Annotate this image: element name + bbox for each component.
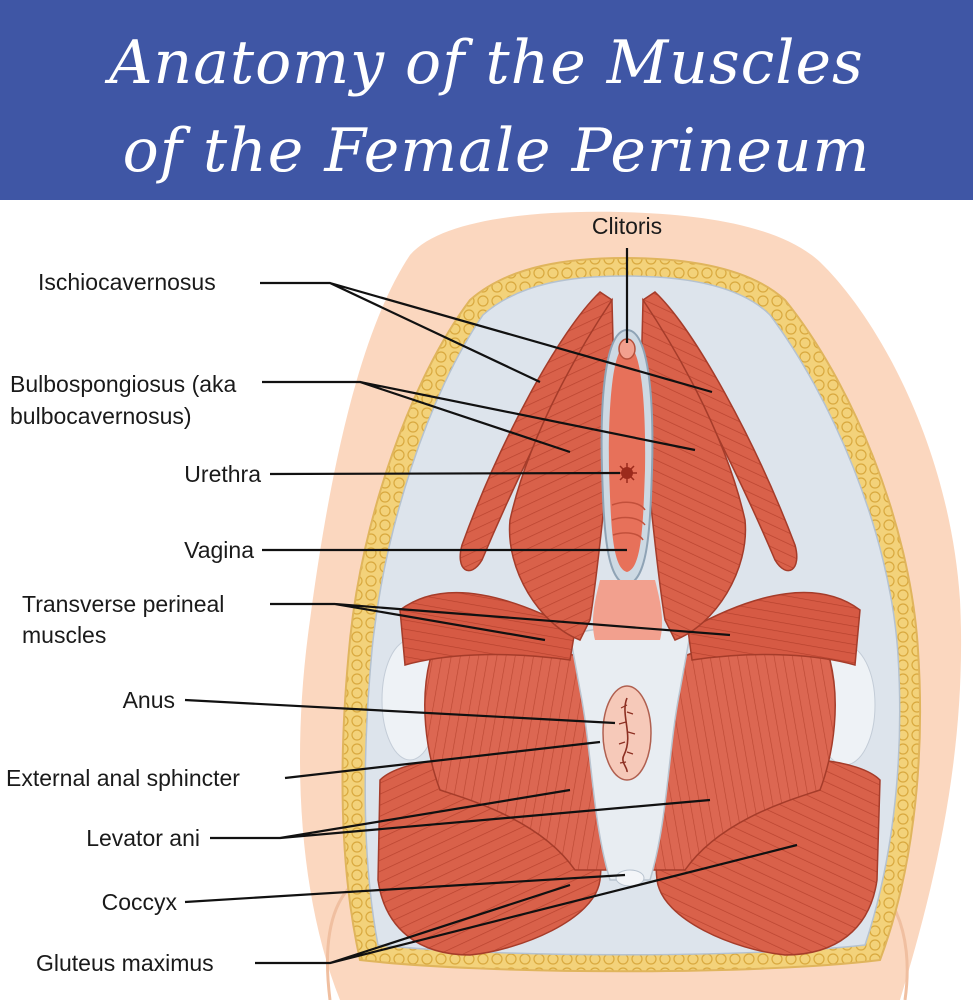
- label-bulbospongiosus-2: bulbocavernosus): [10, 403, 192, 429]
- leader-bulbospongiosus: [262, 380, 696, 454]
- leader-anus: [184, 698, 616, 725]
- label-external-anal-sphincter: External anal sphincter: [6, 765, 240, 791]
- coccyx-shape: [615, 869, 645, 887]
- label-bulbospongiosus-1: Bulbospongiosus (aka: [10, 371, 237, 397]
- label-gluteus-maximus: Gluteus maximus: [36, 950, 214, 976]
- urethra-shape: [617, 463, 637, 483]
- leader-gluteus-maximus: [255, 843, 798, 965]
- label-urethra: Urethra: [184, 461, 261, 487]
- leader-ischiocavernosus: [260, 281, 713, 394]
- vaginal-pink-channel: [592, 580, 663, 640]
- title-line-2: of the Female Perineum: [122, 116, 871, 186]
- label-coccyx: Coccyx: [102, 889, 178, 915]
- label-levator-ani: Levator ani: [86, 825, 200, 851]
- vagina-opening: [608, 345, 646, 572]
- transverse-perineal-right: [687, 591, 861, 666]
- anus-shape: [602, 685, 652, 781]
- leader-transverse: [270, 602, 731, 642]
- leader-external-anal-sphincter: [284, 740, 601, 780]
- perineum-diagram: Clitoris Ischiocavernosus Bulbospongiosu…: [6, 211, 962, 1000]
- leader-urethra: [269, 471, 621, 476]
- label-anus: Anus: [123, 687, 175, 713]
- leader-lines: [184, 248, 798, 965]
- title-banner: Anatomy of the Muscles of the Female Per…: [0, 0, 973, 200]
- label-clitoris: Clitoris: [592, 213, 662, 239]
- leader-levator-ani: [210, 788, 711, 840]
- label-ischiocavernosus: Ischiocavernosus: [38, 269, 216, 295]
- leader-coccyx: [184, 873, 626, 904]
- label-transverse-1: Transverse perineal: [22, 591, 224, 617]
- label-transverse-2: muscles: [22, 622, 106, 648]
- title-line-1: Anatomy of the Muscles: [109, 28, 864, 98]
- transverse-perineal-left: [399, 591, 576, 666]
- vaginal-rugae: [611, 501, 646, 541]
- label-vagina: Vagina: [184, 537, 254, 563]
